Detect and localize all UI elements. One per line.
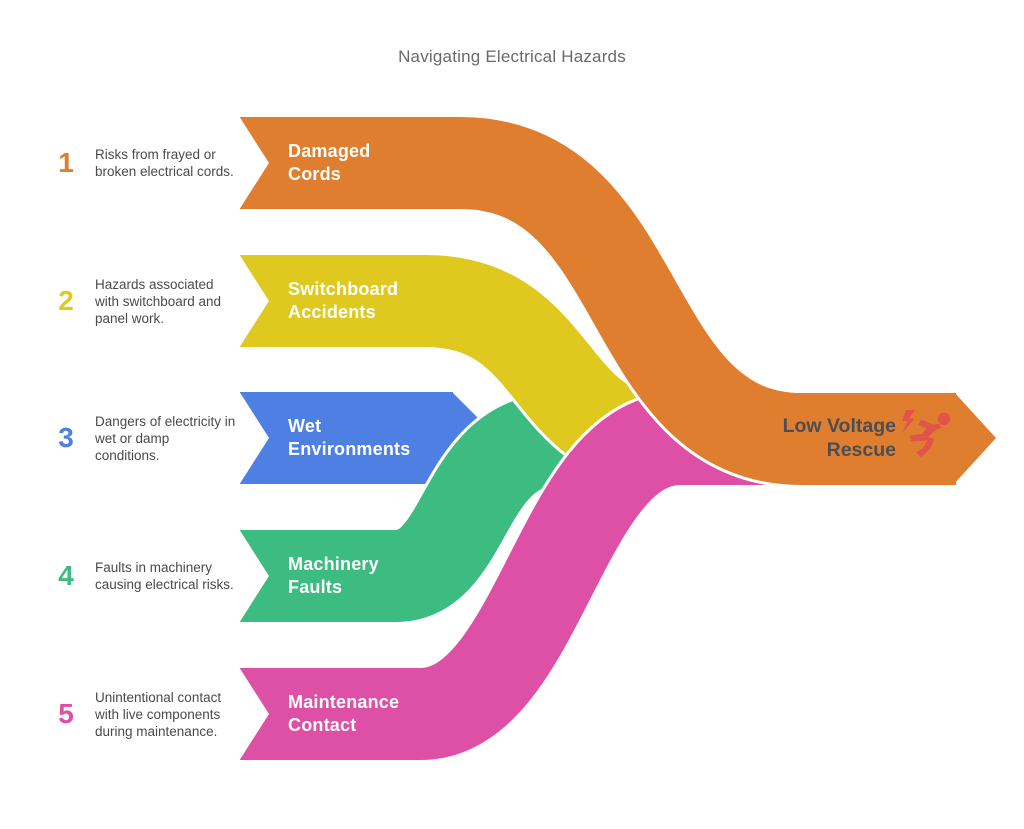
list-item-4: 4 Faults in machinery causing electrical… [0, 530, 240, 622]
item-description-1: Risks from frayed or broken electrical c… [95, 147, 234, 179]
item-description-4: Faults in machinery causing electrical r… [95, 560, 234, 592]
list-item-2: 2 Hazards associated with switchboard an… [0, 255, 240, 347]
band-flow-4 [240, 393, 628, 622]
list-item-1: 1 Risks from frayed or broken electrical… [0, 117, 240, 209]
notch-5 [239, 667, 269, 761]
item-description-3: Dangers of electricity in wet or damp co… [95, 413, 236, 463]
band-label-5: Maintenance Contact [288, 692, 400, 735]
page-title: Navigating Electrical Hazards [398, 47, 626, 66]
person-back-leg [916, 437, 934, 457]
band-damaged-cords-and-output [240, 114, 1001, 489]
band-notches [239, 116, 269, 761]
item-number-5: 5 [58, 698, 74, 729]
notch-3 [239, 391, 269, 485]
person-arm [918, 419, 937, 432]
output-label: Low Voltage Rescue [782, 415, 896, 461]
list-item-3: 3 Dangers of electricity in wet or damp … [0, 392, 240, 484]
band-label-2: Switchboard Accidents [288, 279, 399, 322]
band-flow-1 [240, 117, 956, 485]
notch-4 [239, 529, 269, 623]
band-maintenance-contact [240, 390, 795, 763]
electric-shock-icon [902, 410, 951, 457]
band-machinery-faults [240, 390, 628, 625]
item-description-5: Unintentional contact with live componen… [95, 689, 222, 739]
item-number-4: 4 [58, 560, 74, 591]
list-item-5: 5 Unintentional contact with live compon… [0, 668, 240, 760]
lightning-bolt-icon [902, 410, 915, 433]
item-number-3: 3 [58, 422, 74, 453]
output-arrowhead [954, 392, 996, 484]
item-number-2: 2 [58, 285, 74, 316]
notch-2 [239, 254, 269, 348]
band-label-1: Damaged Cords [288, 141, 371, 184]
person-head [937, 412, 951, 426]
item-description-2: Hazards associated with switchboard and … [95, 276, 222, 326]
band-label-4: Machinery Faults [288, 554, 379, 597]
item-number-1: 1 [58, 147, 74, 178]
band-flow-5 [240, 393, 795, 760]
notch-1 [239, 116, 269, 210]
person-front-leg [910, 433, 929, 442]
band-label-3: Wet Environments [288, 416, 411, 459]
